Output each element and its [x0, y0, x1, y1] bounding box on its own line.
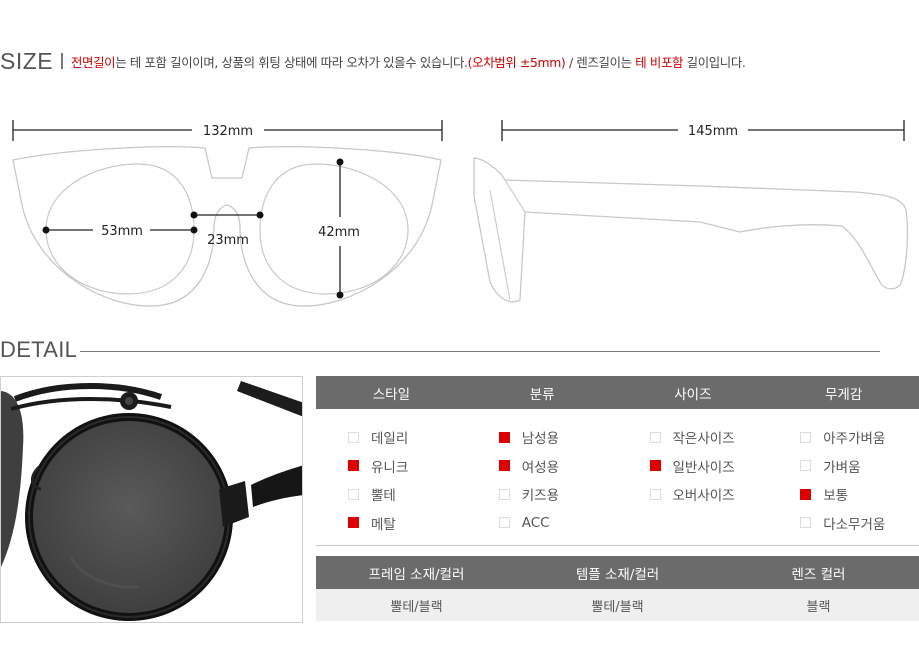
option-label: 남성용 — [521, 431, 560, 448]
size-header: SIZE 전면길이는 테 포함 길이이며, 상품의 휘팅 상태에 따라 오차가 … — [0, 46, 919, 76]
weight-options: 아주가벼움 가벼움 보통 다소무거움 — [768, 423, 919, 545]
spec-header-row: 스타일 분류 사이즈 무게감 — [316, 376, 919, 409]
detail-divider — [80, 351, 880, 352]
option-label: 다소무거움 — [823, 516, 886, 533]
option-label: 뿔테 — [371, 488, 396, 505]
header-category: 분류 — [529, 386, 555, 403]
option-label: 여성용 — [521, 459, 560, 476]
bridge-width-label: 23mm — [207, 233, 249, 248]
sunglasses-closeup-icon — [1, 377, 302, 622]
checkbox-icon — [649, 431, 661, 443]
option-light: 가벼움 — [800, 452, 919, 481]
option-label: 키즈용 — [521, 488, 560, 505]
material-header-row: 프레임 소재/컬러 템플 소재/컬러 렌즈 컬러 — [316, 556, 919, 589]
lens-height-label: 42mm — [318, 225, 360, 240]
option-normal: 보통 — [800, 480, 919, 509]
side-view-hinge-line — [489, 179, 526, 301]
option-metal: 메탈 — [348, 509, 467, 538]
checkbox-icon — [800, 460, 812, 472]
option-label: 가벼움 — [823, 459, 861, 476]
option-regular-size: 일반사이즈 — [649, 452, 769, 481]
option-label: 작은사이즈 — [672, 431, 735, 448]
note-front-length: 전면길이 — [71, 55, 116, 70]
header-temple-material: 템플 소재/컬러 — [575, 566, 660, 583]
note-tolerance: (오차범위 ±5mm) — [467, 55, 566, 70]
category-options: 남성용 여성용 키즈용 ACC — [467, 423, 618, 545]
spec-table: 스타일 분류 사이즈 무게감 데일리 유니크 뿔테 메탈 남성용 여성용 키즈용… — [316, 376, 919, 621]
checkbox-icon — [498, 431, 510, 443]
option-acc: ACC — [498, 509, 618, 538]
checkbox-icon — [800, 431, 812, 443]
checkbox-icon — [800, 517, 812, 529]
bridge-width-dimension: 23mm — [190, 211, 264, 248]
checkbox-icon — [498, 460, 510, 472]
checkbox-icon — [800, 488, 812, 500]
option-label: 유니크 — [371, 459, 409, 476]
option-somewhat-heavy: 다소무거움 — [800, 509, 919, 538]
option-small-size: 작은사이즈 — [649, 423, 769, 452]
option-over-size: 오버사이즈 — [649, 480, 769, 509]
header-lens-color: 렌즈 컬러 — [791, 566, 846, 583]
title-divider — [61, 53, 63, 69]
front-frame-outline — [12, 146, 442, 307]
temple-length-dimension: 145mm — [501, 120, 905, 141]
lens-width-label: 53mm — [101, 224, 143, 239]
lens-height-dimension: 42mm — [318, 158, 360, 299]
right-lens-outline — [259, 163, 409, 295]
note-text-2: / 렌즈길이는 — [565, 55, 636, 70]
checkbox-icon — [348, 488, 359, 500]
option-daily: 데일리 — [348, 423, 467, 452]
option-very-light: 아주가벼움 — [800, 423, 919, 452]
option-label: ACC — [521, 514, 550, 531]
option-men: 남성용 — [498, 423, 618, 452]
size-title: SIZE — [0, 48, 54, 74]
checkbox-icon — [498, 517, 510, 529]
value-frame-material: 뿔테/블랙 — [390, 599, 443, 615]
option-label: 보통 — [823, 488, 849, 505]
checkbox-icon — [348, 517, 359, 529]
value-temple-material: 뿔테/블랙 — [591, 599, 644, 615]
style-options: 데일리 유니크 뿔테 메탈 — [316, 423, 467, 545]
checkbox-icon — [649, 460, 661, 472]
option-women: 여성용 — [498, 452, 618, 481]
option-label: 아주가벼움 — [823, 431, 886, 448]
total-width-dimension: 132mm — [12, 120, 443, 141]
header-weight: 무게감 — [824, 386, 863, 403]
temple-length-label: 145mm — [688, 124, 738, 139]
option-horn-rim: 뿔테 — [348, 480, 467, 509]
option-label: 일반사이즈 — [672, 459, 735, 476]
size-note: 전면길이는 테 포함 길이이며, 상품의 휘팅 상태에 따라 오차가 있을수 있… — [71, 53, 746, 71]
checkbox-icon — [649, 488, 661, 500]
size-diagram: 132mm 53mm 23mm 42mm 145mm — [12, 120, 909, 307]
header-frame-material: 프레임 소재/컬러 — [368, 566, 465, 583]
note-frame-excluded: 테 비포함 — [635, 55, 684, 70]
spec-options: 데일리 유니크 뿔테 메탈 남성용 여성용 키즈용 ACC 작은사이즈 일반사이… — [316, 409, 919, 546]
checkbox-icon — [348, 431, 359, 443]
product-photo — [0, 376, 303, 623]
size-options: 작은사이즈 일반사이즈 오버사이즈 — [618, 423, 769, 545]
checkbox-icon — [348, 460, 359, 472]
option-kids: 키즈용 — [498, 480, 618, 509]
option-unique: 유니크 — [348, 452, 467, 481]
option-label: 오버사이즈 — [672, 488, 735, 505]
material-value-row: 뿔테/블랙 뿔테/블랙 블랙 — [316, 589, 919, 621]
header-size: 사이즈 — [674, 386, 712, 403]
side-view-outline — [473, 157, 909, 303]
option-label: 메탈 — [371, 516, 396, 533]
value-lens-color: 블랙 — [806, 599, 831, 615]
detail-title: DETAIL — [0, 337, 78, 362]
lens-width-dimension: 53mm — [42, 224, 198, 239]
checkbox-icon — [498, 488, 510, 500]
total-width-label: 132mm — [203, 124, 253, 139]
option-label: 데일리 — [371, 431, 409, 448]
header-style: 스타일 — [372, 386, 410, 403]
note-text-3: 길이입니다. — [683, 55, 746, 70]
note-text-1: 는 테 포함 길이이며, 상품의 휘팅 상태에 따라 오차가 있을수 있습니다. — [115, 55, 468, 70]
